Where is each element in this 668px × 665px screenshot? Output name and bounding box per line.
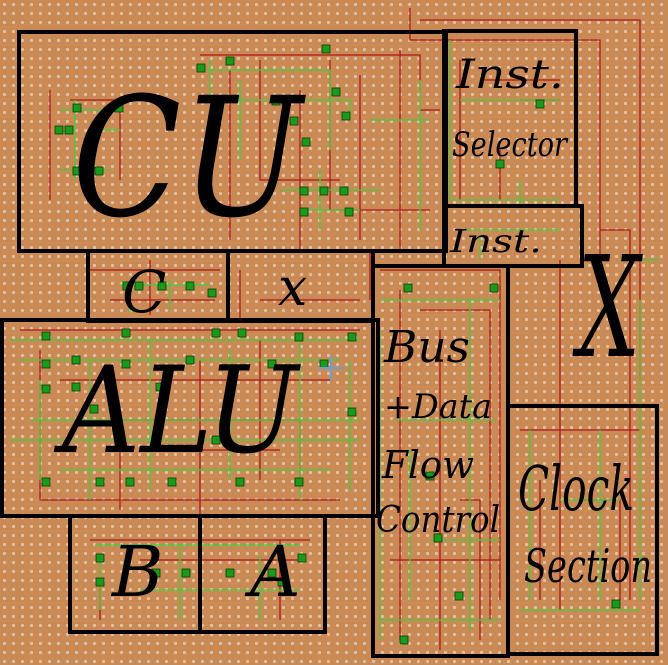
region-outlines [0, 29, 659, 658]
bus-label-line1: Bus [383, 322, 470, 373]
a-label: A [244, 531, 301, 613]
cu-label: CU [72, 62, 306, 254]
inst-label: Inst. [449, 222, 542, 260]
clock-label-line1: Clock [518, 452, 634, 525]
inst-selector-label-line1: Inst. [455, 52, 564, 98]
inst-selector-label-line2: Selector [452, 125, 568, 165]
c-label: C [122, 258, 166, 326]
bus-label-line3: Flow [381, 443, 474, 487]
inst-outline [442, 204, 584, 268]
bus-label-line2: +Data [384, 387, 492, 427]
ba-outline [68, 514, 327, 634]
crosshair-cursor-icon [318, 355, 344, 381]
clock-label-line2: Section [524, 539, 652, 593]
components [41, 44, 621, 645]
red-traces [20, 8, 641, 650]
alu-label: ALU [53, 342, 302, 481]
clock-outline [506, 404, 659, 656]
green-traces [10, 40, 660, 640]
x-large-label: X [572, 227, 644, 390]
x-small-label: x [278, 258, 307, 318]
b-label: B [110, 531, 163, 613]
bus-label-line4: Control [376, 500, 500, 541]
